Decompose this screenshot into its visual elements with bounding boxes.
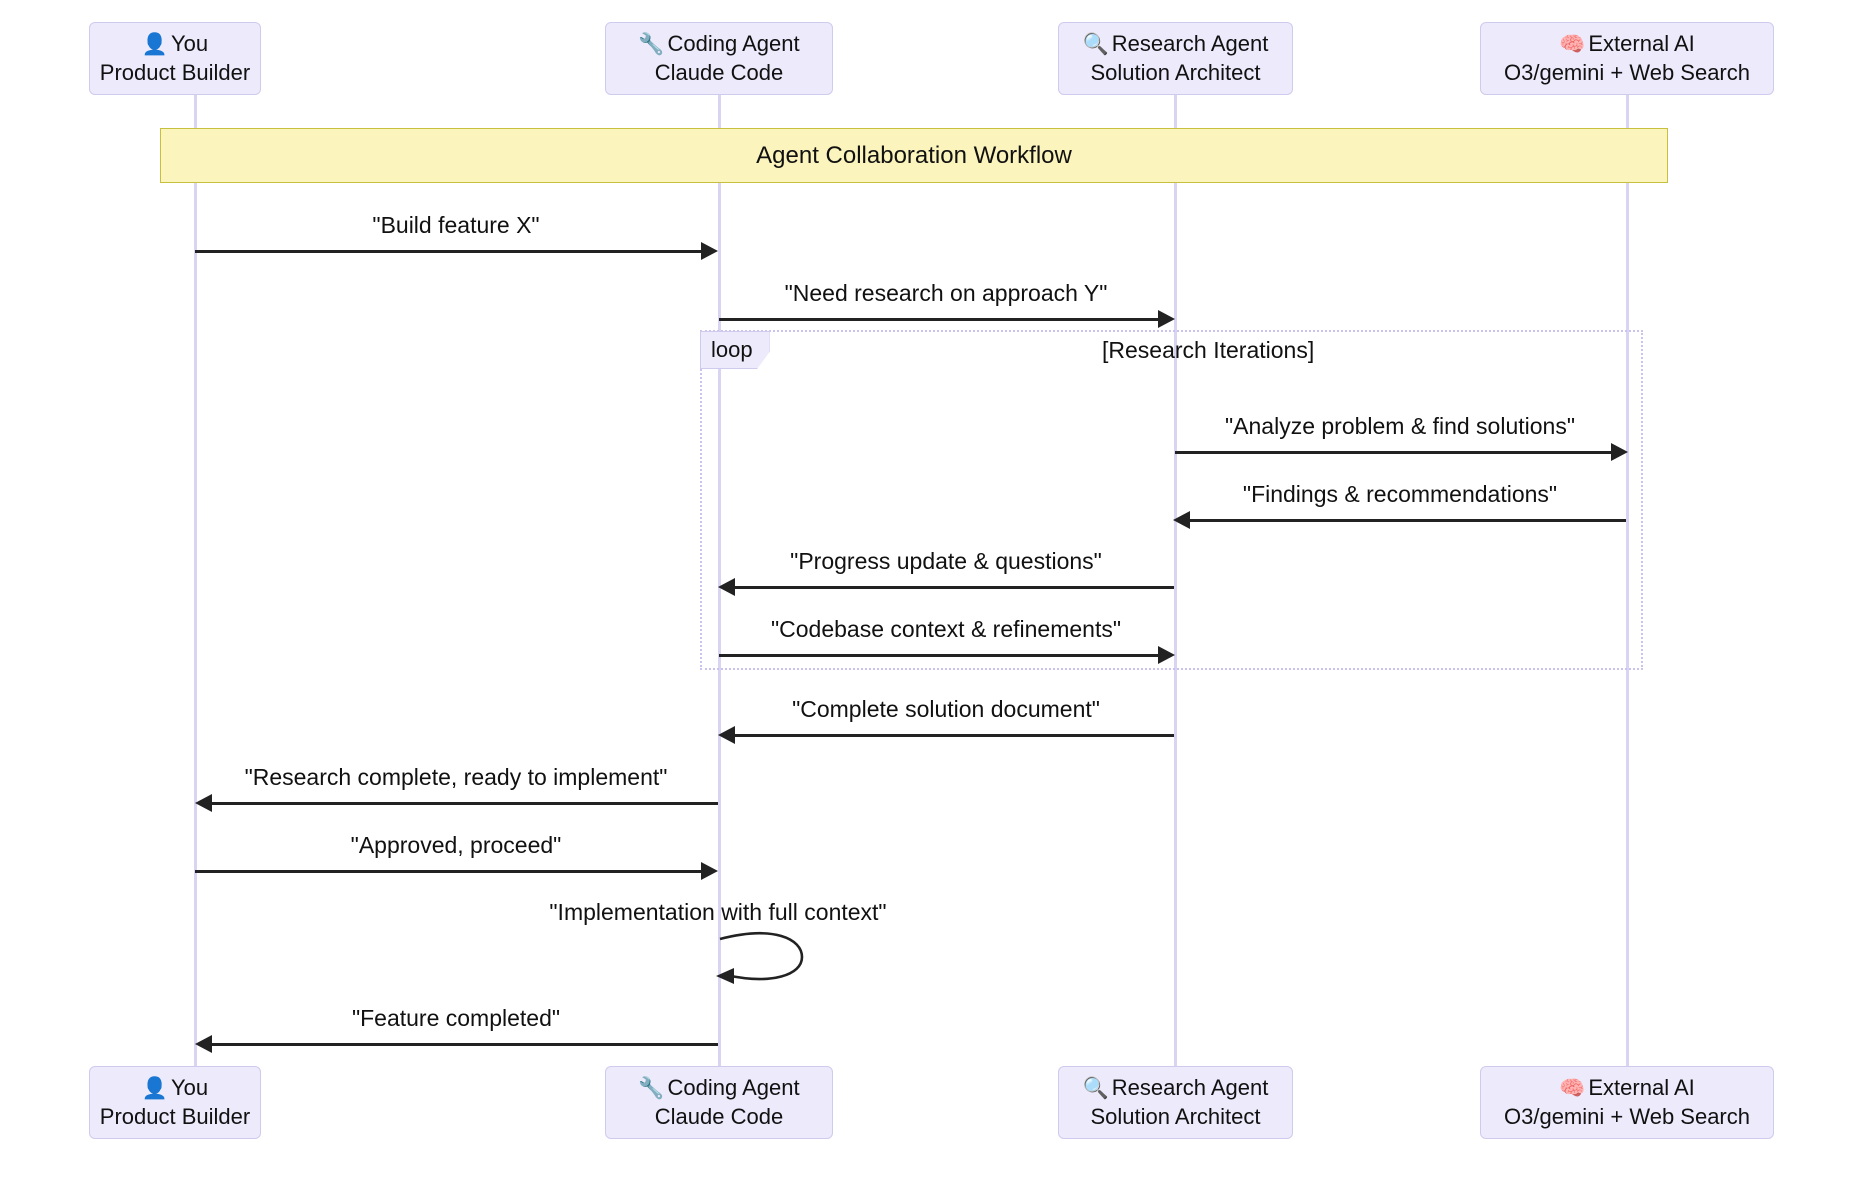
message-label-complete-solution: "Complete solution document" (792, 696, 1100, 722)
message-label-approved-proceed: "Approved, proceed" (350, 832, 562, 858)
workflow-banner: Agent Collaboration Workflow (160, 128, 1668, 183)
workflow-banner-label: Agent Collaboration Workflow (756, 141, 1072, 169)
message-label-codebase-context: "Codebase context & refinements" (770, 616, 1122, 642)
message-arrowhead-need-research (1158, 310, 1175, 328)
lifeline-you (194, 95, 197, 1066)
message-label-build-feature-x: "Build feature X" (372, 212, 540, 238)
participant-research-agent-top-line2: Solution Architect (1090, 59, 1261, 85)
message-arrowhead-complete-solution (718, 726, 735, 744)
message-label-findings: "Findings & recommendations" (1242, 481, 1558, 507)
wrench-icon: 🔧 (638, 32, 665, 56)
message-self-loop-implementation (716, 932, 804, 984)
loop-fragment-tag: loop (700, 331, 770, 369)
participant-coding-agent-bottom-line2: Claude Code (654, 1103, 784, 1129)
participant-coding-agent-bottom[interactable]: 🔧Coding Agent Claude Code (605, 1066, 833, 1139)
wrench-icon: 🔧 (638, 1076, 665, 1100)
message-arrowhead-analyze-problem (1611, 443, 1628, 461)
message-arrowhead-findings (1173, 511, 1190, 529)
message-label-implementation-self: "Implementation with full context" (549, 899, 887, 925)
participant-coding-agent-top-line2: Claude Code (654, 59, 784, 85)
participant-external-ai-top-line1: 🧠External AI (1559, 30, 1695, 56)
message-line-research-complete (212, 802, 718, 805)
message-line-approved-proceed (195, 870, 701, 873)
message-line-progress-update (735, 586, 1174, 589)
participant-coding-agent-bottom-line1: 🔧Coding Agent (638, 1074, 800, 1100)
participant-coding-agent-top-line1: 🔧Coding Agent (638, 30, 800, 56)
message-label-analyze-problem: "Analyze problem & find solutions" (1224, 413, 1576, 439)
message-line-findings (1190, 519, 1626, 522)
message-arrowhead-approved-proceed (701, 862, 718, 880)
participant-external-ai-top[interactable]: 🧠External AI O3/gemini + Web Search (1480, 22, 1774, 95)
participant-you-bottom-line2: Product Builder (99, 1103, 251, 1129)
participant-external-ai-bottom[interactable]: 🧠External AI O3/gemini + Web Search (1480, 1066, 1774, 1139)
bust-in-silhouette-icon: 👤 (141, 32, 169, 56)
loop-fragment-condition: [Research Iterations] (1102, 337, 1315, 363)
lifeline-research-agent (1174, 95, 1177, 1066)
message-line-analyze-problem (1175, 451, 1611, 454)
participant-research-agent-bottom[interactable]: 🔍Research Agent Solution Architect (1058, 1066, 1293, 1139)
message-line-complete-solution (735, 734, 1174, 737)
message-arrowhead-research-complete (195, 794, 212, 812)
participant-external-ai-bottom-line2: O3/gemini + Web Search (1504, 1103, 1750, 1129)
loop-fragment-box (700, 330, 1643, 670)
lifeline-external-ai (1626, 95, 1629, 1066)
participant-research-agent-bottom-line2: Solution Architect (1090, 1103, 1261, 1129)
participant-external-ai-bottom-line1: 🧠External AI (1559, 1074, 1695, 1100)
message-arrowhead-codebase-context (1158, 646, 1175, 664)
participant-you-top[interactable]: 👤You Product Builder (89, 22, 261, 95)
message-label-research-complete: "Research complete, ready to implement" (244, 764, 668, 790)
message-line-need-research (719, 318, 1158, 321)
message-label-need-research: "Need research on approach Y" (784, 280, 1108, 306)
bust-in-silhouette-icon: 👤 (141, 1076, 169, 1100)
participant-you-top-line1: 👤You (141, 30, 209, 56)
message-arrowhead-feature-completed (195, 1035, 212, 1053)
brain-icon: 🧠 (1559, 1076, 1586, 1100)
participant-you-bottom-line1: 👤You (141, 1074, 209, 1100)
brain-icon: 🧠 (1559, 32, 1586, 56)
message-line-build-feature-x (195, 250, 701, 253)
message-arrowhead-progress-update (718, 578, 735, 596)
participant-coding-agent-top[interactable]: 🔧Coding Agent Claude Code (605, 22, 833, 95)
magnifying-glass-icon: 🔍 (1082, 32, 1109, 56)
participant-research-agent-top-line1: 🔍Research Agent (1082, 30, 1269, 56)
participant-research-agent-bottom-line1: 🔍Research Agent (1082, 1074, 1269, 1100)
message-label-feature-completed: "Feature completed" (351, 1005, 561, 1031)
participant-you-top-line2: Product Builder (99, 59, 251, 85)
loop-fragment-keyword: loop (711, 337, 753, 362)
participant-you-bottom[interactable]: 👤You Product Builder (89, 1066, 261, 1139)
magnifying-glass-icon: 🔍 (1082, 1076, 1109, 1100)
message-arrowhead-build-feature-x (701, 242, 718, 260)
message-label-progress-update: "Progress update & questions" (790, 548, 1102, 574)
participant-external-ai-top-line2: O3/gemini + Web Search (1504, 59, 1750, 85)
message-line-codebase-context (719, 654, 1158, 657)
message-line-feature-completed (212, 1043, 718, 1046)
participant-research-agent-top[interactable]: 🔍Research Agent Solution Architect (1058, 22, 1293, 95)
